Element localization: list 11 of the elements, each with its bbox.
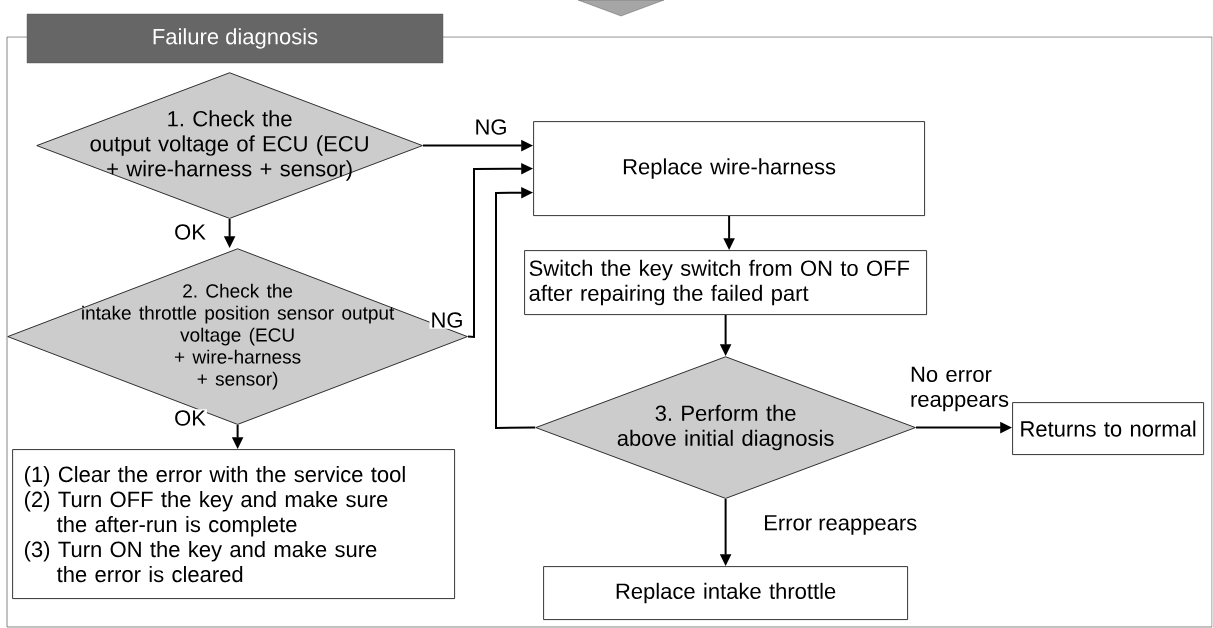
- edge-label: NG: [429, 311, 465, 329]
- edge-label: OK: [173, 409, 207, 427]
- step-list-box: (1) Clear the error with the service tool (2) Turn OFF the key and make sure the after-run is complete (3) Turn ON the key and make sure the error is cleared: [12, 449, 455, 599]
- process-box: Replace wire-harness: [533, 121, 925, 216]
- arrow: [495, 186, 537, 429]
- process-box: Returns to normal: [1012, 402, 1204, 455]
- edge-label: Error reappears: [762, 514, 919, 536]
- process-box: Switch the key switch from ON to OFF after repairing the failed part: [524, 250, 927, 315]
- process-box: Replace intake throttle: [543, 566, 908, 620]
- edge-label: NG: [473, 118, 509, 136]
- edge-label: OK: [173, 223, 207, 241]
